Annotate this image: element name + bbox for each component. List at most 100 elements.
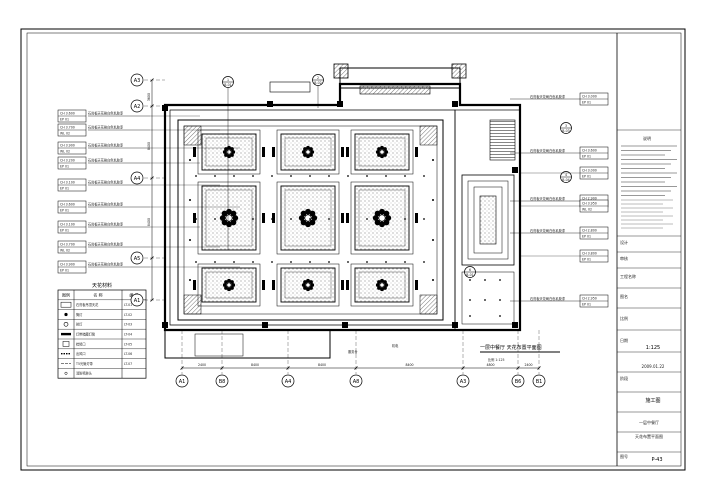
light-bar: [262, 147, 265, 157]
light-bar: [415, 147, 418, 157]
legend-title: 天花材料: [92, 282, 112, 289]
chandelier-petal: [305, 208, 311, 215]
downlight: [366, 261, 368, 263]
structural-column: [267, 101, 273, 107]
axis-bubble: [130, 171, 144, 185]
ceiling-finish: EP 01: [60, 117, 69, 121]
downlight: [195, 261, 197, 263]
downlight: [469, 299, 471, 301]
ceiling-height: CH 3.950: [582, 202, 597, 206]
legend-symbol: [63, 321, 69, 327]
axis-label: A8: [353, 379, 360, 385]
title-block-label: 阶段: [620, 375, 628, 381]
ceiling-height: CH 3.800: [582, 252, 597, 256]
downlight: [423, 175, 425, 177]
downlight: [484, 299, 486, 301]
structural-column: [452, 101, 458, 107]
chandelier-petal: [375, 150, 380, 154]
chandelier-center: [305, 149, 311, 155]
ceiling-height: CH 3.900: [60, 263, 75, 267]
legend-symbol: [60, 301, 72, 308]
ceiling-finish: WL 02: [60, 149, 70, 153]
chandelier-petal: [383, 219, 390, 226]
light-bar: [193, 147, 196, 157]
structural-column: [337, 101, 343, 107]
door-label: 服务台: [348, 349, 358, 354]
title-block-label: 日期: [620, 337, 628, 343]
downlight: [252, 218, 254, 220]
downlight: [432, 159, 434, 161]
coffer-outer: [197, 129, 261, 175]
downlight: [290, 218, 292, 220]
axis-label: A1: [134, 298, 141, 304]
downlight: [309, 218, 311, 220]
legend-symbol: [62, 341, 70, 347]
title-block-label: 图名: [620, 293, 628, 299]
dimension-tick: [516, 366, 520, 370]
chandelier-petal: [224, 286, 228, 290]
axis-label: A3: [134, 78, 141, 84]
chandelier-petal: [309, 219, 316, 226]
coffer-inner: [358, 189, 406, 247]
coffer-outer: [276, 181, 340, 255]
ceiling-note: 石膏板天花刷白色乳胶漆: [88, 202, 124, 207]
axis-bubble: [175, 374, 189, 388]
sheet-outer-border: [20, 28, 686, 471]
title-block: 说明设计审核工程名称图名比例日期阶段图号1:1252009.01.22施工图一层…: [617, 129, 681, 463]
coffer-outer: [276, 129, 340, 175]
light-bar: [341, 280, 344, 290]
downlight: [404, 218, 406, 220]
downlight: [233, 175, 235, 177]
vip-room-ceiling-step: [467, 180, 509, 260]
chandelier-petal: [385, 215, 392, 221]
ceiling-height: CH 3.600: [60, 203, 75, 207]
ceiling-note: 石膏板天花刷白色乳胶漆: [88, 158, 124, 163]
axis-bubble: [130, 99, 144, 113]
sheet-name: 天花布置平面图: [635, 433, 663, 439]
dimension-value: 8400: [147, 142, 151, 150]
axis-label: B8: [219, 379, 226, 385]
section-marker-ref: B-04: [562, 178, 569, 182]
axis-bubble: [532, 374, 546, 388]
structural-column: [342, 322, 348, 328]
chandelier-center: [379, 149, 385, 155]
downlight: [347, 175, 349, 177]
downlight: [432, 199, 434, 201]
downlight: [432, 279, 434, 281]
chandelier-petal: [379, 221, 385, 228]
ceiling-height: CH 3.900: [60, 144, 75, 148]
downlight: [189, 239, 191, 241]
dimension-tick: [150, 256, 154, 260]
ceiling-note: 石膏板天花刷白色乳胶漆: [88, 262, 124, 267]
ceiling-height: CH 3.000: [582, 95, 597, 99]
ceiling-finish: EP 01: [582, 257, 591, 261]
axis-bubble: [130, 293, 144, 307]
legend-name: 消防喷淋头: [76, 371, 93, 376]
downlight: [404, 175, 406, 177]
downlight: [252, 261, 254, 263]
light-bar: [415, 213, 418, 223]
ceiling-note: 石膏板天花刷白色乳胶漆: [88, 242, 124, 247]
downlight: [328, 175, 330, 177]
downlight: [189, 279, 191, 281]
drawing-stage: 施工图: [645, 397, 660, 404]
downlight: [214, 261, 216, 263]
note-heading: 说明: [643, 135, 651, 141]
structural-column: [162, 105, 168, 111]
light-bar: [272, 213, 275, 223]
vip-room-feature: [479, 195, 497, 245]
dimension-value: 2400: [198, 363, 206, 367]
downlight: [347, 261, 349, 263]
structural-column: [512, 167, 518, 173]
chandelier-petal: [374, 219, 381, 226]
section-marker-ref: B-01: [466, 273, 473, 277]
ceiling-finish: EP 01: [60, 164, 69, 168]
ceiling-note: 石膏板天花刷白色乳胶漆: [530, 148, 566, 153]
coffer-inner: [284, 189, 332, 247]
downlight: [385, 218, 387, 220]
chandelier-petal: [230, 153, 234, 157]
coffer-outer: [197, 181, 261, 255]
chandelier-petal: [377, 286, 381, 290]
axis-label: A2: [134, 104, 141, 110]
